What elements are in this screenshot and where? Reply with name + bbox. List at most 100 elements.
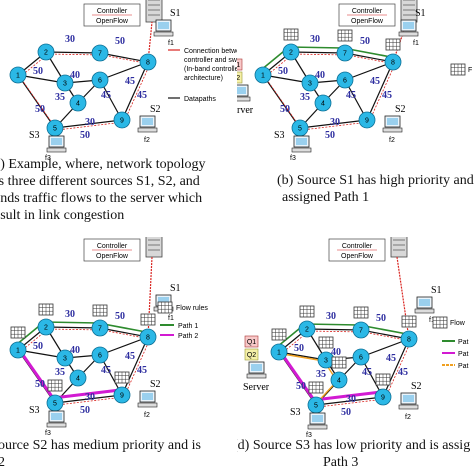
source-s1-label: S1 xyxy=(170,8,181,19)
link-weight-label: 45 xyxy=(386,353,396,364)
datapath-link-2-7 xyxy=(45,51,101,54)
link-weight-label: 45 xyxy=(101,365,111,376)
link-weight-label: 30 xyxy=(85,392,95,403)
flow-f1-label: f1 xyxy=(168,40,174,47)
switch-node-label: 5 xyxy=(53,401,57,408)
switch-node-1: 1 xyxy=(254,66,272,84)
switch-node-label: 2 xyxy=(289,50,293,57)
link-weight-label: 50 xyxy=(35,104,45,115)
controller-server-icon xyxy=(145,237,163,258)
datapath-link-2-7 xyxy=(290,51,346,54)
caption-a-line3: ends traffic flows to the server which xyxy=(0,191,203,206)
switch-node-label: 6 xyxy=(98,353,102,360)
legend-b: F xyxy=(450,63,472,76)
link-weight-label: 30 xyxy=(326,311,336,322)
switch-node-7: 7 xyxy=(352,321,370,339)
switch-node-label: 9 xyxy=(120,118,124,125)
switch-node-label: 1 xyxy=(16,73,20,80)
flow-f3-label: f3 xyxy=(306,432,312,437)
flow-f1-label: f1 xyxy=(413,40,419,47)
flow-f1-label: f1 xyxy=(429,317,435,324)
controller-label: Controller xyxy=(97,8,128,15)
source-s1-computer-icon xyxy=(398,19,419,37)
source-s3-label: S3 xyxy=(290,407,301,418)
flow-rule-table-icon xyxy=(92,304,108,317)
link-weight-label: 50 xyxy=(80,130,90,141)
flow-f3-label: f3 xyxy=(45,155,51,160)
source-s3-label: S3 xyxy=(29,405,40,416)
switch-node-6: 6 xyxy=(352,348,370,366)
link-weight-label: 50 xyxy=(341,407,351,418)
switch-node-label: 3 xyxy=(63,356,67,363)
switch-node-label: 3 xyxy=(308,81,312,88)
source-s2-label: S2 xyxy=(150,104,161,115)
datapath-link-5-9 xyxy=(315,396,384,406)
switch-node-label: 2 xyxy=(305,327,309,334)
legend-datapath-text: Datapaths xyxy=(184,96,216,103)
legend-path1-text: Path 1 xyxy=(178,323,198,330)
inband-link-7-8 xyxy=(101,54,151,65)
caption-b-line2: assigned Path 1 xyxy=(282,190,370,205)
switch-node-7: 7 xyxy=(91,44,109,62)
link-weight-label: 50 xyxy=(33,341,43,352)
switch-node-4: 4 xyxy=(69,94,87,112)
switch-node-label: 1 xyxy=(277,350,281,357)
source-s3-label: S3 xyxy=(274,130,285,141)
switch-node-label: 2 xyxy=(44,50,48,57)
inband-link-1-2 xyxy=(280,330,310,355)
link-weight-label: 50 xyxy=(325,130,335,141)
datapath-link-6-8 xyxy=(99,61,149,81)
server-computer-icon xyxy=(246,361,267,379)
caption-d-line2: Path 3 xyxy=(323,455,359,470)
switch-node-5: 5 xyxy=(46,119,64,137)
server-label: Server xyxy=(237,105,254,116)
flow-rule-table-icon xyxy=(353,306,369,319)
link-weight-label: 40 xyxy=(70,345,80,356)
queue-q1-label: Q1 xyxy=(237,62,240,69)
link-weight-label: 50 xyxy=(376,313,386,324)
flow-rule-table-icon xyxy=(283,28,299,41)
switch-node-9: 9 xyxy=(358,111,376,129)
inband-link-9-5 xyxy=(317,398,386,408)
flow-rule-table-icon xyxy=(47,379,63,392)
switch-node-5: 5 xyxy=(291,119,309,137)
link-weight-label: 45 xyxy=(101,90,111,101)
datapath-link-5-9 xyxy=(54,119,123,129)
link-weight-label: 50 xyxy=(35,379,45,390)
caption-c: ource S2 has medium priority and is 2 xyxy=(0,437,201,471)
datapath-link-9-8 xyxy=(366,61,394,121)
legend-flow-rules-text: Flow xyxy=(450,320,466,327)
legend-flow-rules-text: F xyxy=(468,67,472,74)
switch-node-2: 2 xyxy=(282,43,300,61)
inband-link-9-5 xyxy=(56,121,125,131)
inband-link-8-9 xyxy=(384,340,412,400)
switch-node-label: 8 xyxy=(407,337,411,344)
switch-node-label: 4 xyxy=(321,101,325,108)
switch-node-label: 4 xyxy=(76,376,80,383)
caption-d: (d) Source S3 has low priority and is as… xyxy=(237,437,470,471)
legend-path3-text: Pat xyxy=(458,363,469,370)
switch-node-label: 9 xyxy=(365,118,369,125)
switch-node-label: 6 xyxy=(98,78,102,85)
caption-b: (b) Source S1 has high priority and assi… xyxy=(277,172,474,206)
legend-flow-table-icon xyxy=(450,63,466,76)
link-weight-label: 45 xyxy=(382,90,392,101)
switch-node-6: 6 xyxy=(91,346,109,364)
switch-node-1: 1 xyxy=(9,66,27,84)
source-s1-computer-icon xyxy=(153,19,174,37)
inband-link-9-5 xyxy=(56,396,125,406)
switch-node-label: 6 xyxy=(343,78,347,85)
link-weight-label: 35 xyxy=(55,92,65,103)
flow-rule-table-icon xyxy=(299,305,315,318)
controller-server-icon xyxy=(390,237,408,258)
link-weight-label: 35 xyxy=(300,92,310,103)
legend-connection-text: (In-band controller xyxy=(184,66,237,73)
link-weight-label: 30 xyxy=(346,394,356,405)
caption-d-line1: (d) Source S3 has low priority and is as… xyxy=(237,438,471,453)
source-s3-computer-icon xyxy=(46,135,67,153)
switch-node-label: 1 xyxy=(16,348,20,355)
